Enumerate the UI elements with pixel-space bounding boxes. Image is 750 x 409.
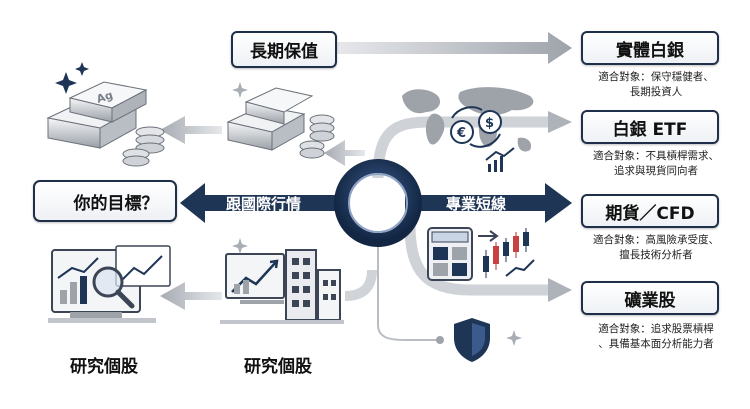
candlestick-chart-icon — [483, 228, 535, 278]
desc-line: 擅長技術分析者 — [619, 249, 693, 261]
desc-line: 追求與現貨同向者 — [614, 165, 698, 177]
goal-label: 你的目標？ — [33, 180, 177, 222]
desc-line: 適合對象：追求股票槓桿 — [598, 323, 714, 335]
option-physical-silver-desc: 適合對象：保守穩健者、 長期投資人 — [570, 70, 742, 100]
dollar-symbol: $ — [485, 116, 494, 131]
option-silver-etf: 白銀 ETF — [581, 110, 719, 144]
desc-line: 適合對象：不具槓桿需求、 — [593, 150, 719, 162]
bars-to-left-arrow — [160, 116, 222, 144]
desc-line: 長期投資人 — [629, 86, 683, 98]
calculator-icon — [427, 227, 499, 281]
ring-to-research-arrow — [344, 269, 377, 301]
research-arrow — [160, 282, 222, 310]
connector-dot — [436, 336, 444, 344]
silver-bars-small-icon — [226, 82, 335, 159]
long-term-arrow — [337, 32, 572, 64]
central-ring — [334, 159, 422, 247]
connector-mining — [404, 224, 548, 296]
option-silver-etf-desc: 適合對象：不具槓桿需求、 追求與現貨同向者 — [570, 149, 742, 179]
short-term-label: 專業短線 — [446, 195, 507, 213]
desc-line: 適合對象：保守穩健者、 — [598, 71, 714, 83]
silver-bars-large-icon: Ag — [46, 62, 165, 167]
option-physical-silver: 實體白銀 — [581, 31, 719, 65]
research-monitor-icon — [48, 245, 171, 323]
connector-shield — [377, 240, 440, 341]
option-mining-stocks: 礦業股 — [581, 281, 719, 315]
international-label: 跟國際行情 — [226, 195, 302, 213]
ring-to-bars-arrow — [324, 140, 365, 166]
option-futures-cfd: 期貨／CFD — [581, 194, 719, 228]
goal-text: 你的目標？ — [73, 193, 159, 214]
international-arrow — [180, 183, 350, 223]
option-futures-cfd-desc: 適合對象：高風險承受度、 擅長技術分析者 — [570, 233, 742, 263]
research-caption-middle: 研究個股 — [244, 357, 312, 377]
shield-icon — [454, 318, 522, 362]
desc-line: 、具備基本面分析能力者 — [598, 338, 714, 350]
long-term-label: 長期保值 — [231, 31, 337, 68]
research-building-icon — [220, 238, 344, 324]
ingot-label: Ag — [95, 88, 115, 105]
option-mining-stocks-desc: 適合對象：追求股票槓桿 、具備基本面分析能力者 — [570, 322, 742, 352]
world-map-icon: € $ — [402, 87, 534, 172]
short-term-arrow — [405, 183, 572, 223]
desc-line: 適合對象：高風險承受度、 — [593, 234, 719, 246]
research-caption-left: 研究個股 — [70, 357, 138, 377]
connector-mining-head — [548, 278, 572, 302]
connector-etf-head — [548, 111, 572, 133]
euro-symbol: € — [456, 126, 466, 141]
